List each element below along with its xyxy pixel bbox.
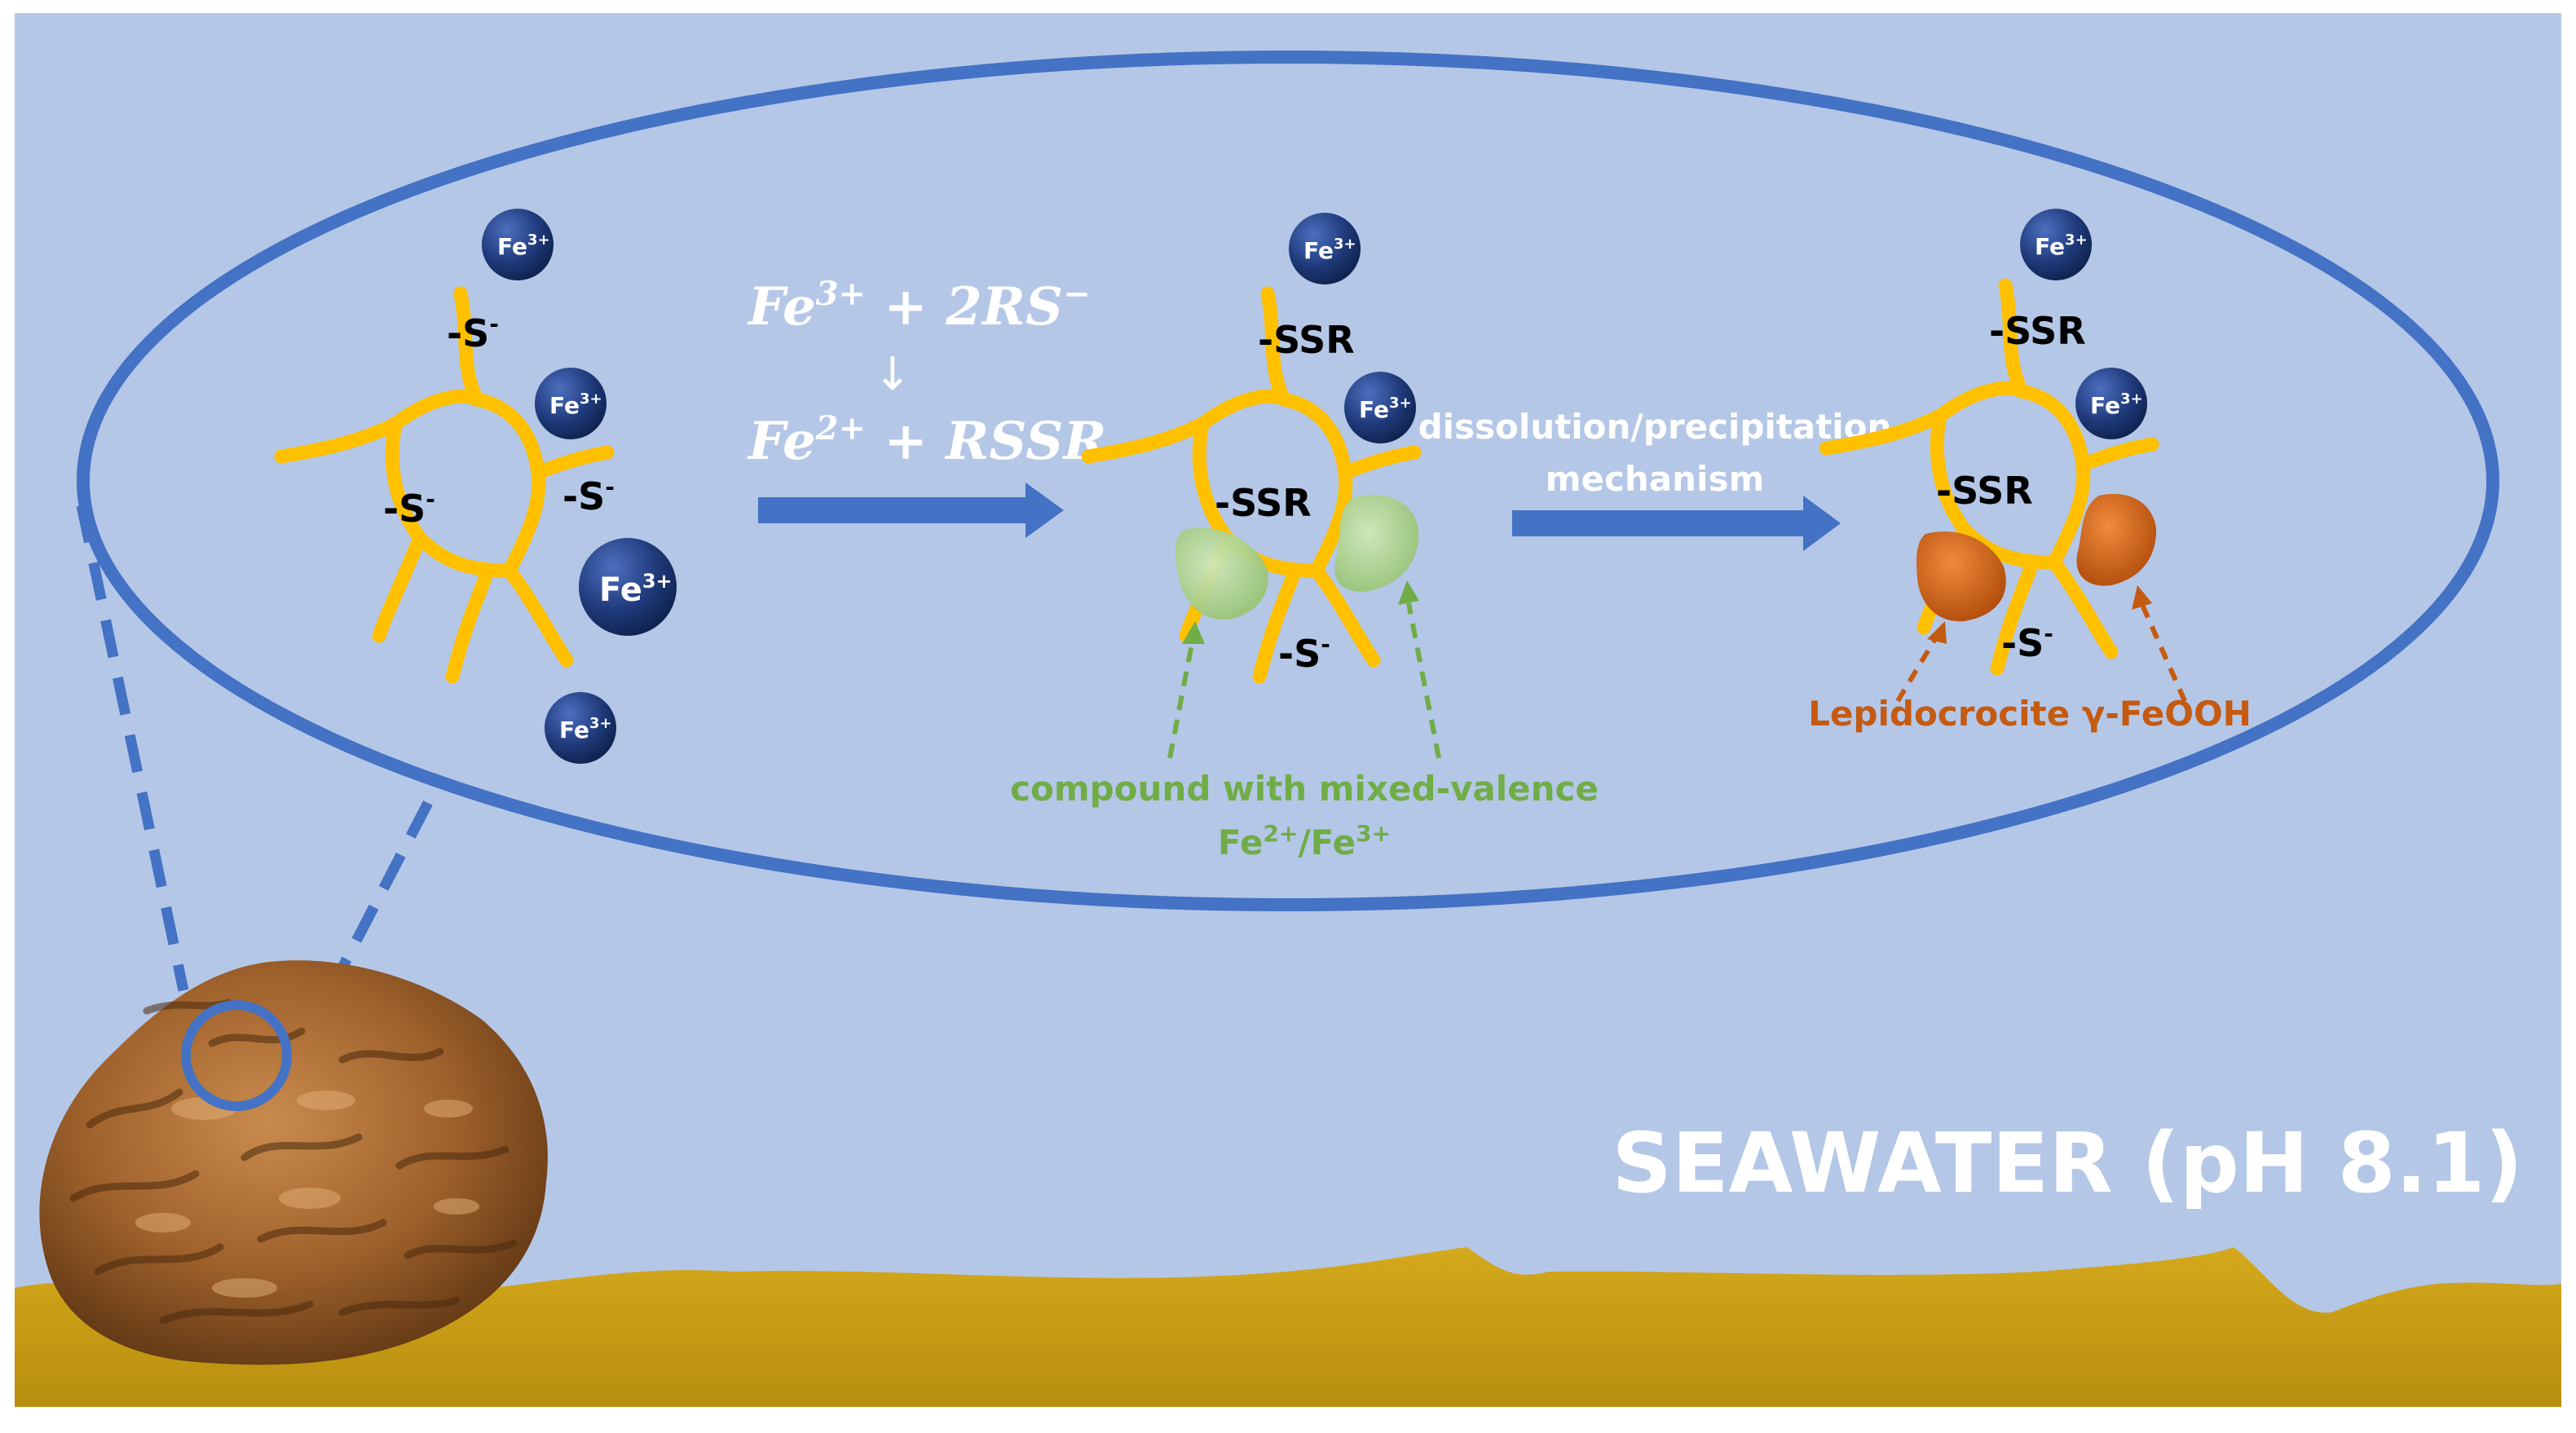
thiolate-bottom-label: -S-	[1278, 631, 1330, 676]
equation-reactants: Fe3+ + 2RS−	[747, 275, 1091, 337]
reaction-arrow-2	[1512, 496, 1841, 551]
svg-text:Fe3+: Fe3+	[559, 715, 612, 743]
lepidocrocite-blob-right	[2076, 493, 2157, 586]
thiolate-right-label: -S-	[562, 474, 615, 518]
svg-text:Fe3+: Fe3+	[1359, 395, 1412, 423]
fe3-ion: Fe3+	[1344, 372, 1416, 443]
disulfide-mid-label: -SSR	[1936, 469, 2033, 513]
mixed-valence-label-line1: compound with mixed-valence	[1010, 769, 1599, 809]
thiolate-left-label: -S-	[383, 486, 435, 531]
svg-text:Fe3+: Fe3+	[2090, 390, 2143, 419]
orange-arrowhead-right	[2132, 585, 2152, 610]
fe3-ion: Fe3+	[545, 692, 616, 764]
svg-text:Fe3+: Fe3+	[2035, 231, 2088, 260]
svg-text:Fe3+: Fe3+	[549, 390, 602, 419]
equation-arrow: ↓	[874, 348, 912, 401]
equation-products: Fe2+ + RSSR	[747, 409, 1107, 472]
svg-text:Fe3+: Fe3+	[599, 570, 673, 609]
fe3-ion: Fe3+	[1289, 213, 1361, 284]
fe3-ion-large: Fe3+	[579, 538, 677, 636]
fe3-ion: Fe3+	[2075, 368, 2147, 439]
disulfide-top-label: -SSR	[1258, 318, 1355, 362]
mixed-valence-blob-right	[1334, 494, 1419, 592]
process-label-line2: mechanism	[1546, 459, 1764, 499]
reaction-arrow-1	[758, 483, 1064, 538]
fe3-ion: Fe3+	[482, 209, 554, 280]
thiolate-top-label: -S-	[447, 311, 499, 355]
mixed-valence-label-line2: Fe2+/Fe3+	[1218, 820, 1391, 862]
zoom-line-left	[76, 504, 189, 992]
svg-text:Fe3+: Fe3+	[1303, 236, 1356, 264]
lepidocrocite-blob-left	[1917, 531, 2006, 622]
magnified-ellipse	[77, 51, 2499, 911]
orange-arrowhead-left	[1927, 621, 1947, 644]
sea-sponge	[39, 960, 548, 1365]
process-label-line1: dissolution/precipitation	[1418, 407, 1892, 447]
fe3-ion: Fe3+	[535, 368, 607, 439]
fe3-ion: Fe3+	[2020, 209, 2092, 280]
lepidocrocite-label: Lepidocrocite γ-FeOOH	[1808, 694, 2252, 734]
seabed	[15, 1247, 2561, 1407]
disulfide-mid-label: -SSR	[1215, 481, 1312, 525]
thiolate-bottom-label: -S-	[2001, 620, 2053, 665]
mixed-valence-blob-left	[1175, 527, 1268, 620]
orange-pointer-arrows	[1895, 603, 2187, 703]
green-pointer-arrows	[1167, 602, 1441, 759]
disulfide-top-label: -SSR	[1989, 309, 2086, 353]
seawater-label: SEAWATER (pH 8.1)	[1612, 1115, 2523, 1212]
green-arrowhead-right	[1398, 580, 1419, 605]
svg-text:Fe3+: Fe3+	[497, 231, 550, 260]
zoom-circle	[181, 1000, 292, 1111]
green-arrowhead-left	[1182, 621, 1205, 644]
